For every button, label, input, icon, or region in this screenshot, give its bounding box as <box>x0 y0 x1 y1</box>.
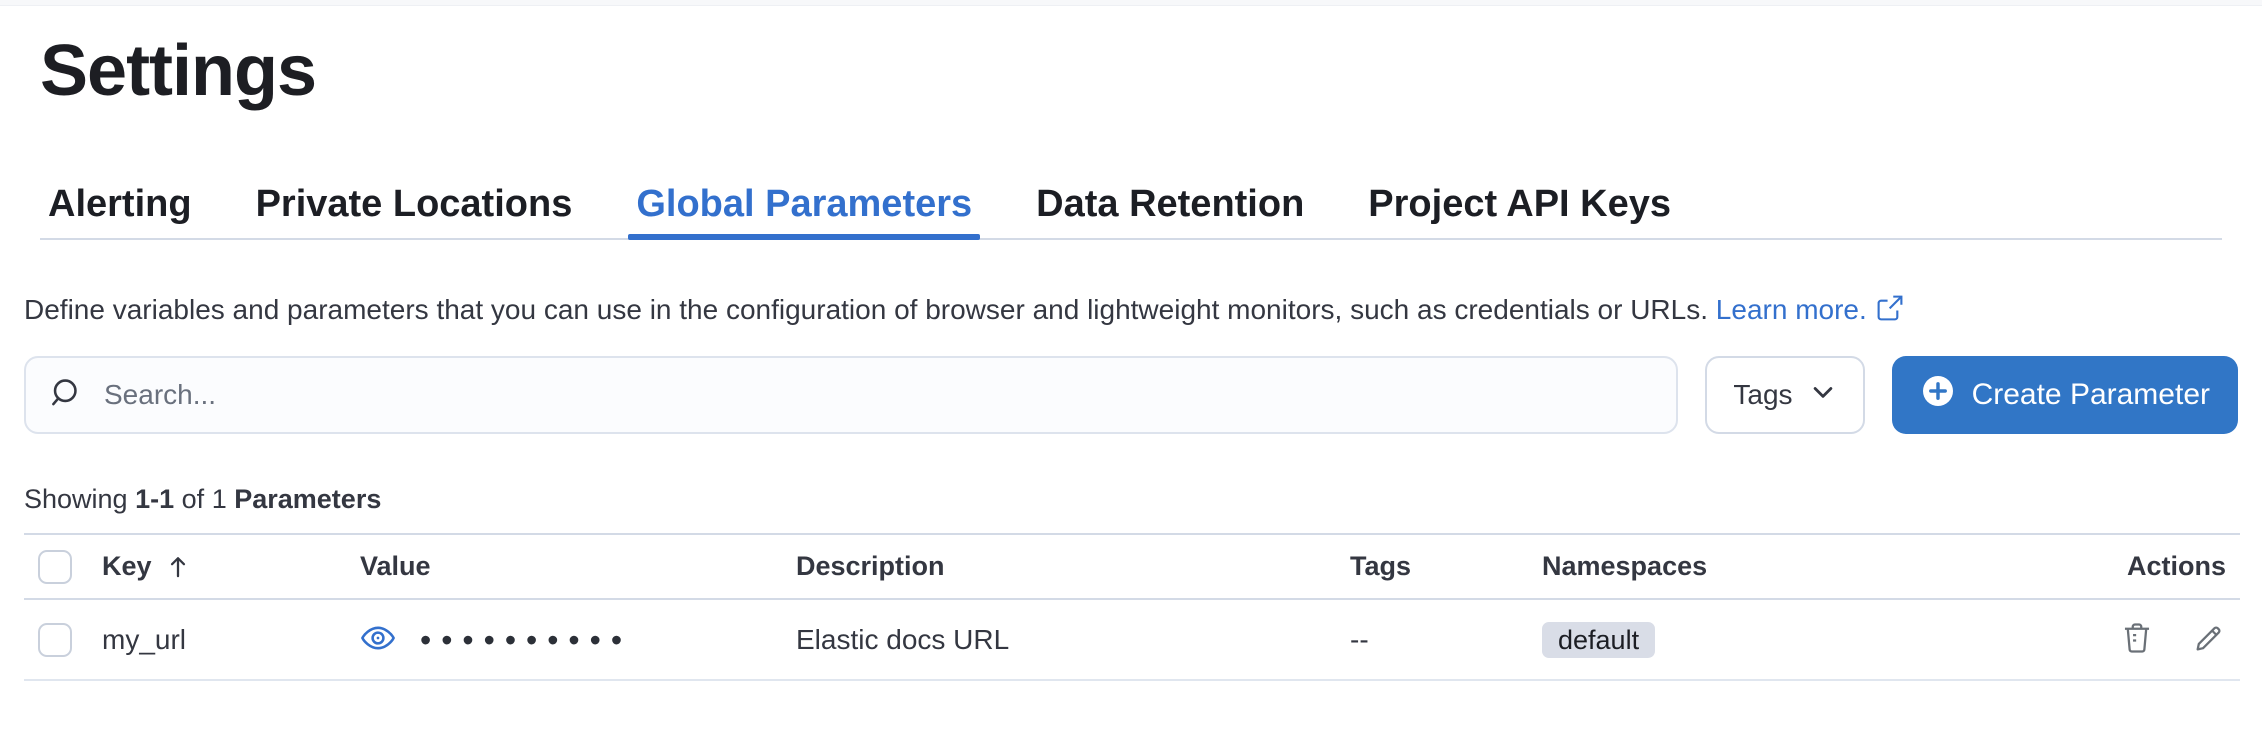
page-title: Settings <box>40 31 317 111</box>
column-header-value[interactable]: Value <box>360 551 431 581</box>
column-header-actions: Actions <box>2126 551 2226 581</box>
summary-prefix: Showing <box>24 484 128 514</box>
row-value-cell: •••••••••• <box>360 620 796 659</box>
pencil-icon <box>2192 621 2226 658</box>
row-namespaces-cell: default <box>1542 621 1942 658</box>
tab-project-api-keys[interactable]: Project API Keys <box>1368 183 1672 225</box>
tab-private-locations[interactable]: Private Locations <box>255 183 573 225</box>
tab-global-parameters[interactable]: Global Parameters <box>628 184 980 240</box>
create-parameter-label: Create Parameter <box>1971 378 2210 411</box>
tab-data-retention[interactable]: Data Retention <box>1036 183 1305 225</box>
row-description-cell: Elastic docs URL <box>796 623 1010 655</box>
table-row: my_url •••••••••• Elastic docs URL -- de… <box>24 600 2240 681</box>
column-header-description[interactable]: Description <box>796 551 945 581</box>
search-box <box>24 356 1679 434</box>
description-text: Define variables and parameters that you… <box>24 294 1709 325</box>
row-key-cell: my_url <box>102 623 187 655</box>
learn-more-label: Learn more. <box>1715 294 1867 325</box>
reveal-value-button[interactable] <box>360 620 396 659</box>
parameters-table: Key Value Description Tags Namespaces Ac… <box>24 533 2240 681</box>
search-icon <box>48 375 84 416</box>
summary-range: 1-1 <box>135 484 175 514</box>
row-actions-cell <box>1942 621 2240 658</box>
namespace-badge: default <box>1542 621 1656 658</box>
create-parameter-button[interactable]: Create Parameter <box>1891 356 2238 434</box>
column-header-tags[interactable]: Tags <box>1350 551 1412 581</box>
filter-toolbar: Tags Create Parameter <box>24 356 2238 434</box>
tab-alerting[interactable]: Alerting <box>48 183 192 225</box>
row-tags-cell: -- <box>1350 623 1369 655</box>
column-header-key-label: Key <box>102 551 152 581</box>
column-header-namespaces[interactable]: Namespaces <box>1542 551 1708 581</box>
trash-icon <box>2120 621 2154 658</box>
select-row-checkbox[interactable] <box>38 622 72 657</box>
sort-ascending-icon <box>164 553 192 581</box>
header-checkbox-cell <box>24 549 102 584</box>
plus-in-circle-icon <box>1920 373 1956 417</box>
summary-middle: of <box>181 484 205 514</box>
settings-tabs: Alerting Private Locations Global Parame… <box>40 184 2222 240</box>
summary-entity: Parameters <box>234 484 382 514</box>
chevron-down-icon <box>1809 378 1837 413</box>
table-header-row: Key Value Description Tags Namespaces Ac… <box>24 533 2240 600</box>
learn-more-link[interactable]: Learn more. <box>1716 294 1903 325</box>
external-link-icon <box>1877 288 1903 336</box>
search-input[interactable] <box>104 379 1655 411</box>
row-checkbox-cell <box>24 622 102 657</box>
delete-parameter-button[interactable] <box>2120 621 2154 658</box>
results-summary: Showing 1-1 of 1 Parameters <box>24 482 2238 516</box>
summary-total: 1 <box>211 484 227 514</box>
select-all-checkbox[interactable] <box>38 549 72 584</box>
column-header-key[interactable]: Key <box>102 551 360 582</box>
page-description: Define variables and parameters that you… <box>24 286 2238 336</box>
tags-filter-button[interactable]: Tags <box>1705 356 1865 434</box>
edit-parameter-button[interactable] <box>2192 621 2226 658</box>
page-header: Settings Alerting Private Locations Glob… <box>0 6 2262 240</box>
eye-icon <box>360 620 396 659</box>
tags-filter-label: Tags <box>1733 379 1793 410</box>
hidden-value-mask: •••••••••• <box>420 621 633 658</box>
top-edge-divider <box>0 0 2262 6</box>
